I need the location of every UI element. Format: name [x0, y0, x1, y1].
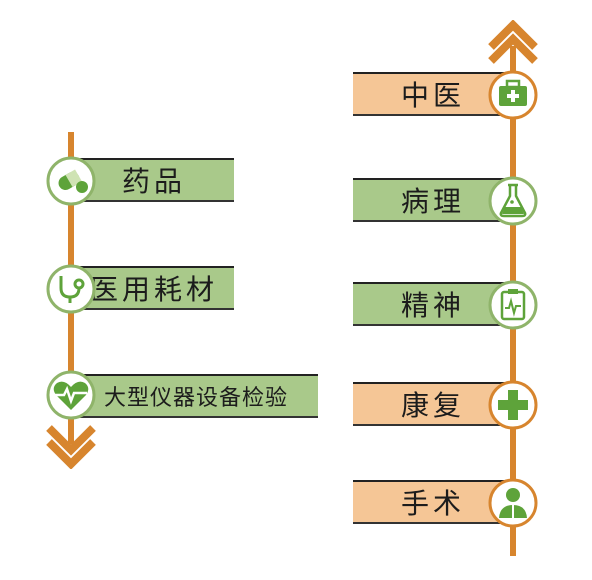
cross-icon [488, 380, 538, 430]
heartbeat-icon [46, 370, 96, 420]
surgery-label: 手术 [353, 480, 513, 524]
clipboard-chart-icon [488, 280, 538, 330]
consumables-label: 医用耗材 [74, 266, 234, 310]
right-up-arrow-icon [488, 20, 538, 64]
psychiatry-label: 精神 [353, 282, 513, 326]
drugs-label: 药品 [74, 158, 234, 202]
medical-kit-icon [488, 70, 538, 120]
surgeon-icon [488, 478, 538, 528]
tcm-label: 中医 [353, 72, 513, 116]
stethoscope-icon [46, 264, 96, 314]
capsule-icon [46, 156, 96, 206]
flask-icon [488, 176, 538, 226]
rehabilitation-label: 康复 [353, 382, 513, 426]
equipment-inspection-label: 大型仪器设备检验 [74, 374, 318, 418]
pathology-label: 病理 [353, 178, 513, 222]
left-down-arrow-icon [46, 425, 96, 469]
